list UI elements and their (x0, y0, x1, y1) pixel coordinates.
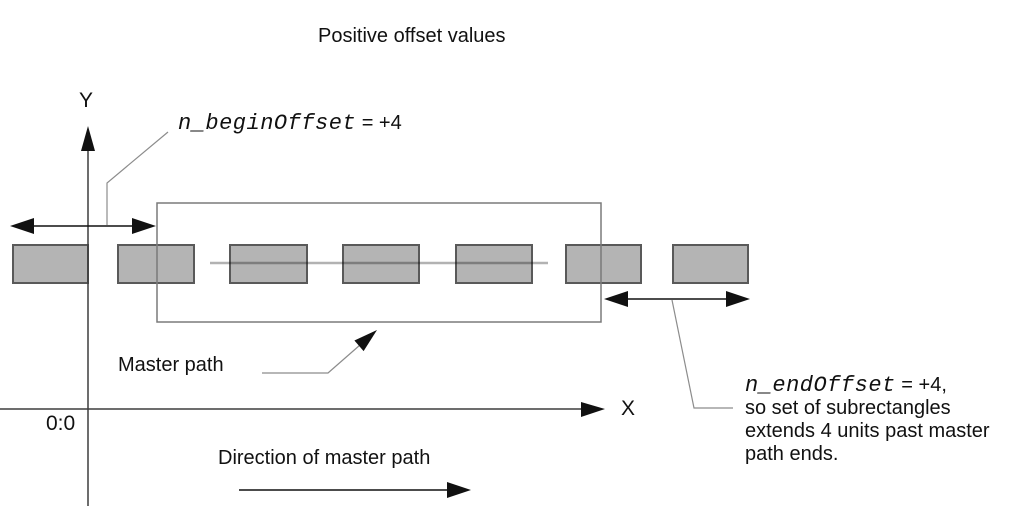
direction-label: Direction of master path (218, 447, 431, 469)
subrectangle-7 (672, 244, 749, 284)
x-axis-arrowhead (581, 402, 605, 417)
direction-arrowhead (447, 482, 471, 498)
master-path-outline (156, 202, 602, 323)
master-path-label: Master path (118, 354, 224, 376)
x-axis-label: X (621, 397, 636, 420)
end-offset-leader-line (671, 299, 733, 409)
end-offset-note: n_endOffset = +4, so set of subrectangle… (745, 374, 990, 466)
y-axis-label: Y (79, 89, 94, 112)
end-offset-value: = +4, (895, 374, 947, 396)
master-path-pointer (262, 330, 377, 374)
master-path-pointer-arrowhead (354, 330, 377, 352)
subrectangle-5 (455, 244, 533, 284)
subrectangle-3 (229, 244, 308, 284)
begin-offset-arrowhead-right (132, 218, 156, 234)
begin-offset-value: = +4 (356, 112, 402, 134)
diagram-title: Positive offset values (318, 25, 506, 47)
end-offset-note-line3: extends 4 units past master (745, 420, 990, 442)
begin-offset-arrow (10, 218, 156, 234)
begin-offset-label: n_beginOffset = +4 (178, 111, 402, 136)
direction-arrow (239, 482, 471, 498)
subrectangle-2 (117, 244, 195, 284)
begin-offset-arrowhead-left (10, 218, 34, 234)
end-offset-arrowhead-right (726, 291, 750, 307)
subrectangles-group (12, 244, 749, 284)
end-offset-note-line4: path ends. (745, 443, 839, 465)
master-path-pointer-line (262, 344, 361, 374)
subrectangle-1 (12, 244, 89, 284)
end-offset-arrowhead-left (604, 291, 628, 307)
end-offset-note-line2: so set of subrectangles (745, 397, 951, 419)
end-offset-note-line1: n_endOffset = +4, (745, 374, 990, 397)
begin-offset-leader-line (106, 131, 169, 225)
subrectangle-4 (342, 244, 420, 284)
subrectangle-6 (565, 244, 642, 284)
end-offset-arrow (604, 291, 750, 307)
begin-offset-code: n_beginOffset (178, 111, 357, 136)
y-axis-arrowhead (81, 126, 95, 151)
end-offset-code: n_endOffset (745, 373, 896, 398)
origin-label: 0:0 (46, 412, 76, 435)
